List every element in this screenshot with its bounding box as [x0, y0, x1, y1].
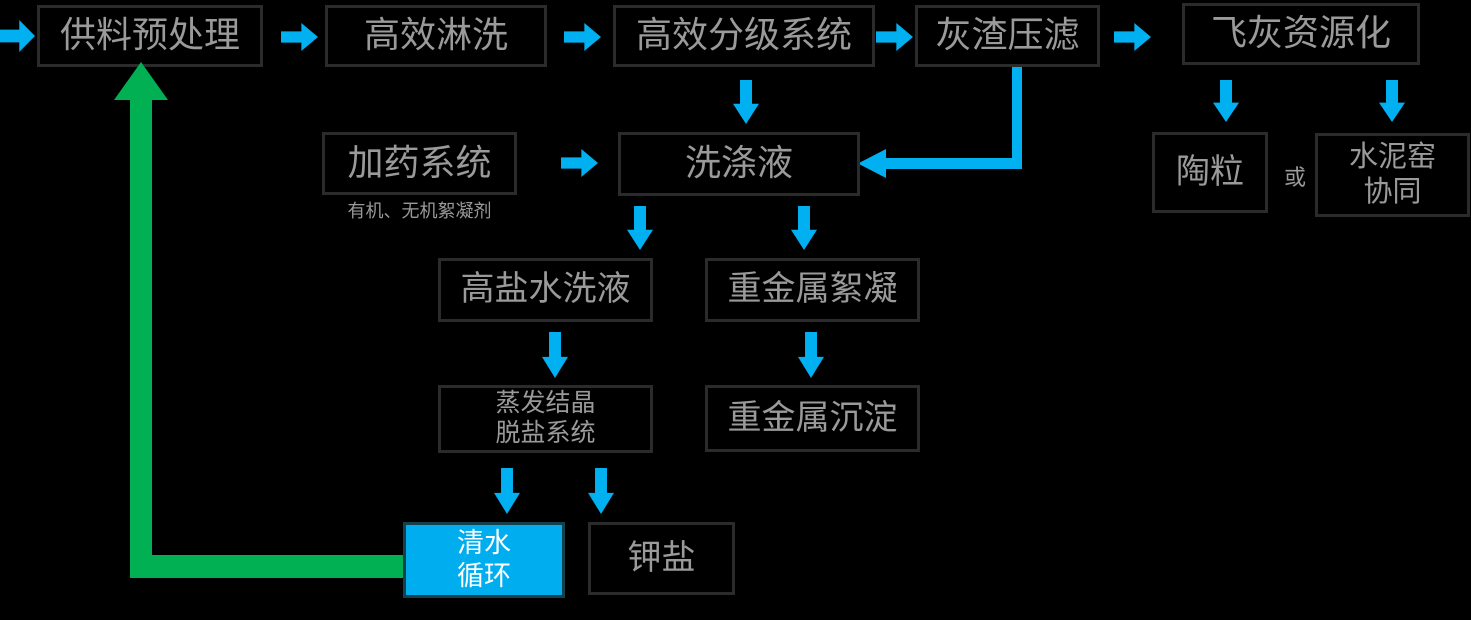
or-label: 或: [1283, 165, 1306, 190]
connector-ash-to-washliquid-horizontal: [884, 158, 1022, 169]
node-feed-pretreatment: 供料预处理: [37, 5, 263, 67]
arrow-down-icon: [542, 332, 568, 378]
connector-ash-to-washliquid-vertical: [1012, 67, 1022, 169]
arrow-down-icon: [733, 80, 759, 124]
arrow-down-icon: [1379, 80, 1405, 122]
node-washing-liquid: 洗涤液: [618, 132, 860, 196]
arrow-down-icon: [798, 332, 824, 378]
node-classification-system: 高效分级系统: [613, 5, 875, 67]
node-evaporation-desalination: 蒸发结晶 脱盐系统: [438, 385, 653, 453]
arrow-right-icon: [876, 23, 913, 51]
feedback-loop-vertical: [130, 96, 152, 578]
node-clean-water-cycle: 清水 循环: [403, 522, 565, 598]
node-heavy-metal-precipitation: 重金属沉淀: [705, 385, 920, 452]
arrow-down-icon: [627, 206, 653, 250]
arrow-down-icon: [1213, 80, 1239, 122]
node-high-salt-wash: 高盐水洗液: [438, 258, 653, 322]
node-ceramsite: 陶粒: [1152, 132, 1268, 213]
arrow-down-icon: [791, 206, 817, 250]
arrow-left-icon: [858, 149, 886, 178]
arrow-right-icon: [0, 20, 35, 52]
node-potassium-salt: 钾盐: [588, 522, 735, 595]
arrow-right-icon: [564, 23, 601, 51]
arrow-right-icon: [281, 23, 318, 51]
arrow-right-icon: [561, 149, 598, 177]
arrow-down-icon: [588, 468, 614, 514]
arrow-up-icon: [114, 62, 168, 100]
node-cement-kiln: 水泥窑 协同: [1315, 133, 1470, 217]
dosing-system-note: 有机、无机絮凝剂: [347, 201, 492, 221]
node-dosing-system: 加药系统: [322, 132, 517, 195]
node-efficient-washing: 高效淋洗: [325, 5, 547, 67]
feedback-loop-horizontal: [130, 555, 403, 578]
node-heavy-metal-flocculation: 重金属絮凝: [705, 258, 920, 322]
arrow-down-icon: [494, 468, 520, 514]
node-fly-ash-recycling: 飞灰资源化: [1182, 3, 1420, 65]
arrow-right-icon: [1114, 23, 1151, 51]
node-ash-filter-press: 灰渣压滤: [915, 5, 1100, 67]
